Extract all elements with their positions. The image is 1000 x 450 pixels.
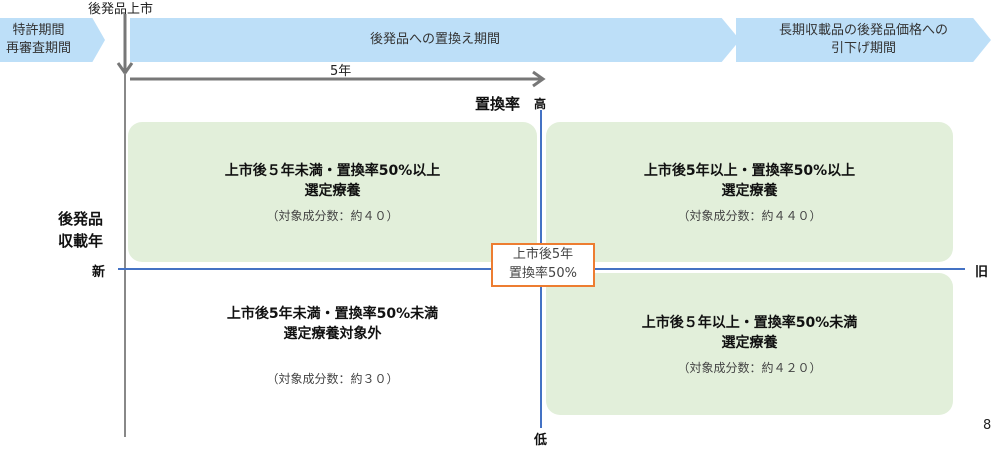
price-reduction-period-arrow: 長期収載品の後発品価格への 引下げ期間 <box>736 18 991 62</box>
page-number: 8 <box>983 418 992 433</box>
quadrant-top-left: 上市後５年未満・置換率50%以上 選定療養 （対象成分数：約４０） <box>128 122 537 262</box>
quadrant-title: 上市後5年未満・置換率50%未満 選定療養対象外 <box>226 305 439 342</box>
patent-period-arrow: 特許期間 再審査期間 <box>0 18 105 62</box>
quadrant-count: （対象成分数：約４０） <box>266 208 399 223</box>
x-axis-title: 後発品 収載年 <box>58 210 104 250</box>
quadrant-title: 上市後５年未満・置換率50%以上 選定療養 <box>224 162 441 199</box>
quadrant-count: （対象成分数：約３０） <box>266 371 399 386</box>
five-years-label: 5年 <box>330 64 352 79</box>
quadrant-title: 上市後5年以上・置換率50%以上 選定療養 <box>643 162 856 199</box>
quadrant-top-right: 上市後5年以上・置換率50%以上 選定療養 （対象成分数：約４４０） <box>546 122 953 262</box>
y-axis-title: 置換率 <box>475 95 521 113</box>
quadrant-bottom-left: 上市後5年未満・置換率50%未満 選定療養対象外 （対象成分数：約３０） <box>128 275 537 415</box>
quadrant-count: （対象成分数：約４４０） <box>677 208 822 223</box>
y-axis-high: 高 <box>534 97 547 111</box>
replacement-period-arrow: 後発品への置換え期間 <box>130 18 740 62</box>
y-axis-low: 低 <box>534 433 548 448</box>
quadrant-count: （対象成分数：約４２０） <box>677 360 822 375</box>
quadrant-bottom-right: 上市後５年以上・置換率50%未満 選定療養 （対象成分数：約４２０） <box>546 273 953 415</box>
quadrant-title: 上市後５年以上・置換率50%未満 選定療養 <box>641 314 858 351</box>
x-axis-new: 新 <box>92 265 106 280</box>
x-axis-old: 旧 <box>975 265 989 280</box>
launch-label: 後発品上市 <box>88 2 154 17</box>
center-threshold-label: 上市後5年 置換率50% <box>491 243 595 287</box>
